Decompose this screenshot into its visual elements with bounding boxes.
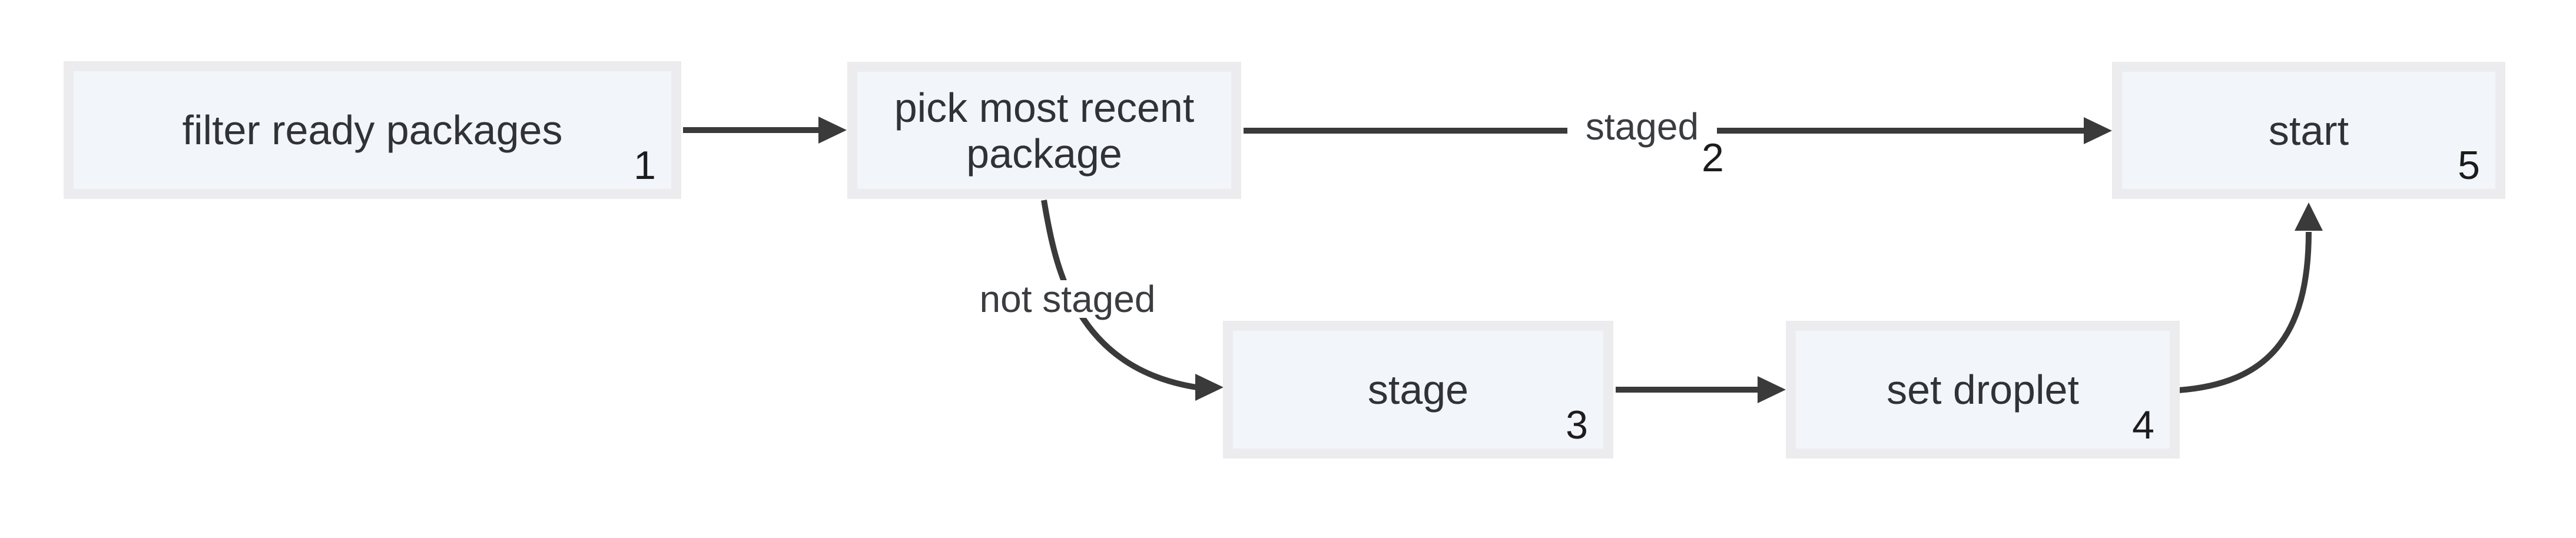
- node-number: 4: [2132, 403, 2154, 447]
- node-label: set droplet: [1887, 367, 2079, 413]
- arrowhead-icon: [2295, 202, 2323, 231]
- arrowhead-icon: [818, 117, 847, 144]
- node-label: pick most recent package: [894, 84, 1195, 177]
- node-start[interactable]: start 5: [2112, 62, 2505, 199]
- edge-label-staged: staged: [1567, 105, 1717, 148]
- node-filter-ready-packages[interactable]: filter ready packages 1: [64, 61, 681, 199]
- node-label: start: [2268, 107, 2349, 154]
- node-number: 5: [2458, 143, 2480, 188]
- edge-setdroplet-to-start[interactable]: [2178, 231, 2312, 393]
- edge-label-not-staged: not staged: [970, 278, 1165, 320]
- node-pick-most-recent-package[interactable]: pick most recent package: [847, 62, 1241, 199]
- arrowhead-icon: [2084, 117, 2112, 144]
- node-label: filter ready packages: [182, 107, 563, 153]
- arrowhead-icon: [1195, 374, 1224, 401]
- arrowhead-icon: [1758, 376, 1786, 403]
- node-label: stage: [1367, 367, 1469, 413]
- edge-number-staged: 2: [1702, 135, 1724, 180]
- node-number: 1: [634, 143, 656, 188]
- node-set-droplet[interactable]: set droplet 4: [1786, 321, 2180, 459]
- node-number: 3: [1566, 403, 1588, 447]
- node-stage[interactable]: stage 3: [1223, 321, 1613, 459]
